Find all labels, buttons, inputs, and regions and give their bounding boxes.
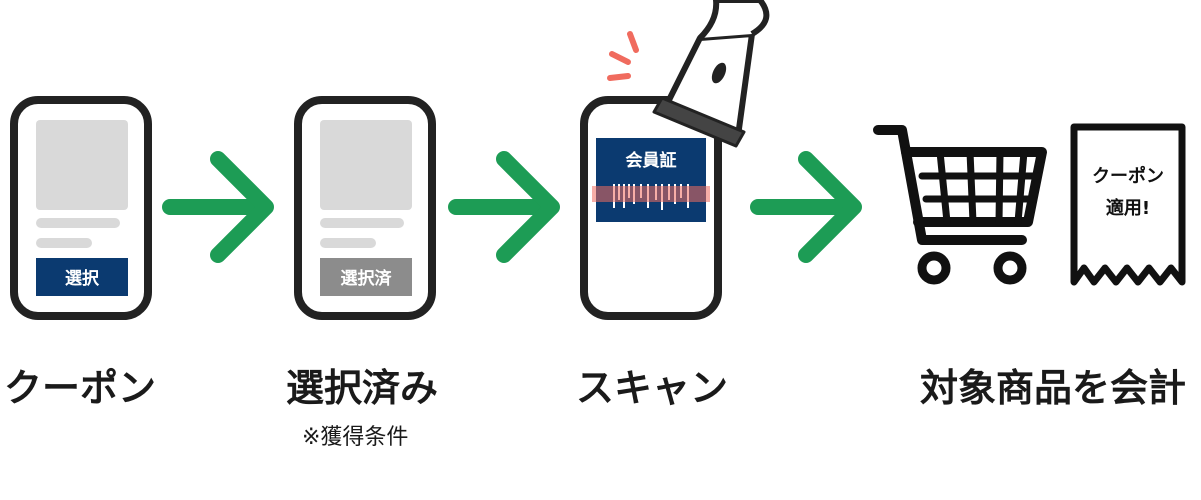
scan-beam <box>592 186 710 202</box>
selected-button-label: 選択済 <box>341 268 393 289</box>
arrow-right-icon <box>162 151 274 263</box>
step-label-selected: 選択済み <box>286 366 439 410</box>
shopping-cart-icon <box>873 125 1047 285</box>
selected-button <box>320 258 412 296</box>
step-label-coupon: クーポン <box>4 366 157 410</box>
select-button <box>36 258 128 296</box>
text-line-placeholder <box>36 218 120 228</box>
barcode-scanner-icon <box>607 0 770 148</box>
arrow-right-icon <box>750 151 862 263</box>
text-line-placeholder <box>320 218 404 228</box>
step-note-condition: ※獲得条件 <box>302 425 409 450</box>
arrow-right-icon <box>448 151 560 263</box>
phone-icon-selected: 選択済 <box>294 96 436 320</box>
step-label-scan: スキャン <box>576 366 729 410</box>
coupon-image-placeholder <box>320 120 412 210</box>
step-label-checkout: 対象商品を会計 <box>920 366 1187 410</box>
member-card-title: 会員証 <box>626 150 677 171</box>
phone-icon-scan: 会員証 <box>580 96 722 320</box>
phone-icon-coupon: 選択 <box>10 96 152 320</box>
receipt-coupon-text: クーポン <box>1092 165 1164 187</box>
coupon-image-placeholder <box>36 120 128 210</box>
text-line-placeholder <box>320 238 376 248</box>
receipt-applied-text: 適用! <box>1106 197 1150 219</box>
receipt-icon: クーポン 適用! <box>1070 123 1186 286</box>
text-line-placeholder <box>36 238 92 248</box>
select-button-label: 選択 <box>65 268 100 289</box>
scan-signal-icon <box>607 31 639 81</box>
